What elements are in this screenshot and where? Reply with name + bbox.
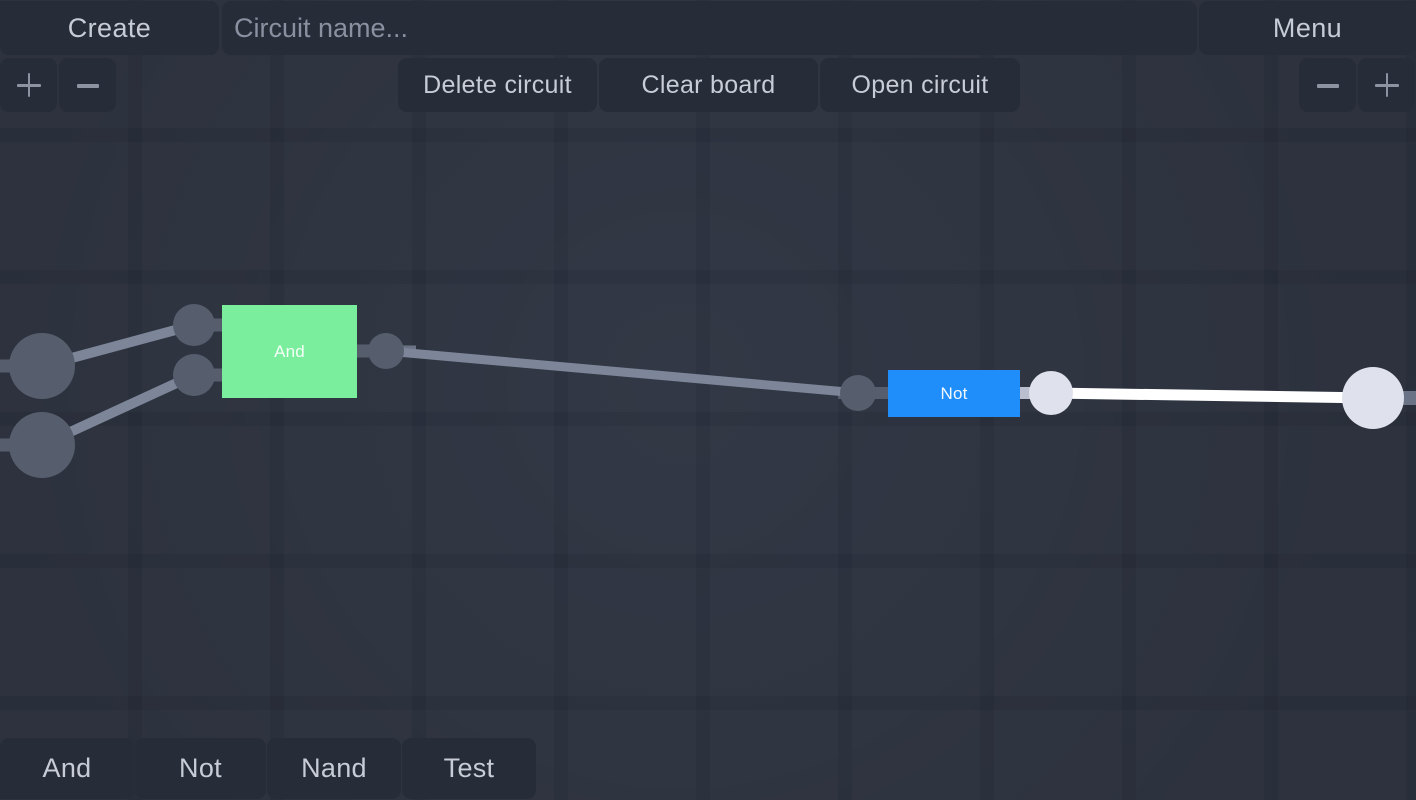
zoom-out-button-left[interactable] [59, 58, 116, 112]
open-circuit-button[interactable]: Open circuit [820, 58, 1020, 112]
palette-button-not[interactable]: Not [135, 738, 266, 799]
minus-icon [1316, 73, 1340, 97]
top-bar: Create Menu [0, 0, 1416, 56]
node-not-output[interactable] [1029, 371, 1073, 415]
node-and-input-1[interactable] [173, 304, 215, 346]
gate-not[interactable]: Not [888, 370, 1020, 417]
palette-button-nand[interactable]: Nand [267, 738, 401, 799]
node-source-b[interactable] [9, 412, 75, 478]
gate-and[interactable]: And [222, 305, 357, 398]
plus-icon [1374, 73, 1399, 97]
zoom-out-button-right[interactable] [1299, 58, 1356, 112]
plus-icon [16, 73, 41, 97]
circuit-name-input[interactable] [222, 1, 1197, 55]
minus-icon [76, 73, 100, 97]
zoom-in-button-left[interactable] [0, 58, 57, 112]
clear-board-button[interactable]: Clear board [599, 58, 818, 112]
zoom-in-button-right[interactable] [1358, 58, 1415, 112]
node-and-output[interactable] [368, 333, 404, 369]
node-not-input[interactable] [840, 375, 876, 411]
toolbar-row: Delete circuit Clear board Open circuit [0, 58, 1416, 112]
palette-button-and[interactable]: And [0, 738, 134, 799]
wire-and-to-not[interactable] [385, 346, 859, 398]
palette-button-test[interactable]: Test [402, 738, 536, 799]
wire-not-to-sink[interactable] [1050, 387, 1374, 404]
menu-button[interactable]: Menu [1199, 1, 1416, 55]
node-source-a[interactable] [9, 333, 75, 399]
create-button[interactable]: Create [0, 1, 219, 55]
node-and-input-2[interactable] [173, 354, 215, 396]
node-sink-output[interactable] [1342, 367, 1404, 429]
delete-circuit-button[interactable]: Delete circuit [398, 58, 597, 112]
